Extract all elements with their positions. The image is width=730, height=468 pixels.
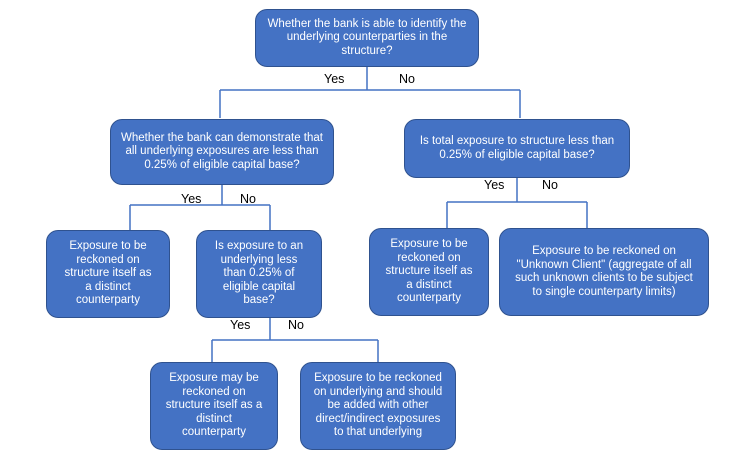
label-demonstrate-yes: Yes — [181, 192, 202, 206]
label-total-no: No — [542, 178, 558, 192]
connector-total — [446, 178, 588, 228]
label-underlying-no: No — [288, 318, 304, 332]
label-underlying-yes: Yes — [230, 318, 251, 332]
node-may-structure: Exposure may be reckoned on structure it… — [150, 362, 278, 450]
node-right-structure: Exposure to be reckoned on structure its… — [369, 228, 489, 316]
node-added-underlying: Exposure to be reckoned on underlying an… — [300, 362, 456, 450]
label-demonstrate-no: No — [240, 192, 256, 206]
node-underlying-less: Is exposure to an underlying less than 0… — [196, 230, 322, 318]
connector-underlying — [211, 318, 379, 362]
node-root: Whether the bank is able to identify the… — [255, 9, 479, 67]
node-demonstrate: Whether the bank can demonstrate that al… — [110, 119, 334, 185]
label-total-yes: Yes — [484, 178, 505, 192]
node-unknown-client: Exposure to be reckoned on "Unknown Clie… — [499, 228, 709, 316]
node-left-structure: Exposure to be reckoned on structure its… — [46, 230, 170, 318]
label-root-yes: Yes — [324, 72, 345, 86]
connector-demonstrate — [129, 185, 271, 230]
label-root-no: No — [399, 72, 415, 86]
connector-root — [219, 67, 521, 118]
node-total-exposure: Is total exposure to structure less than… — [404, 119, 630, 178]
